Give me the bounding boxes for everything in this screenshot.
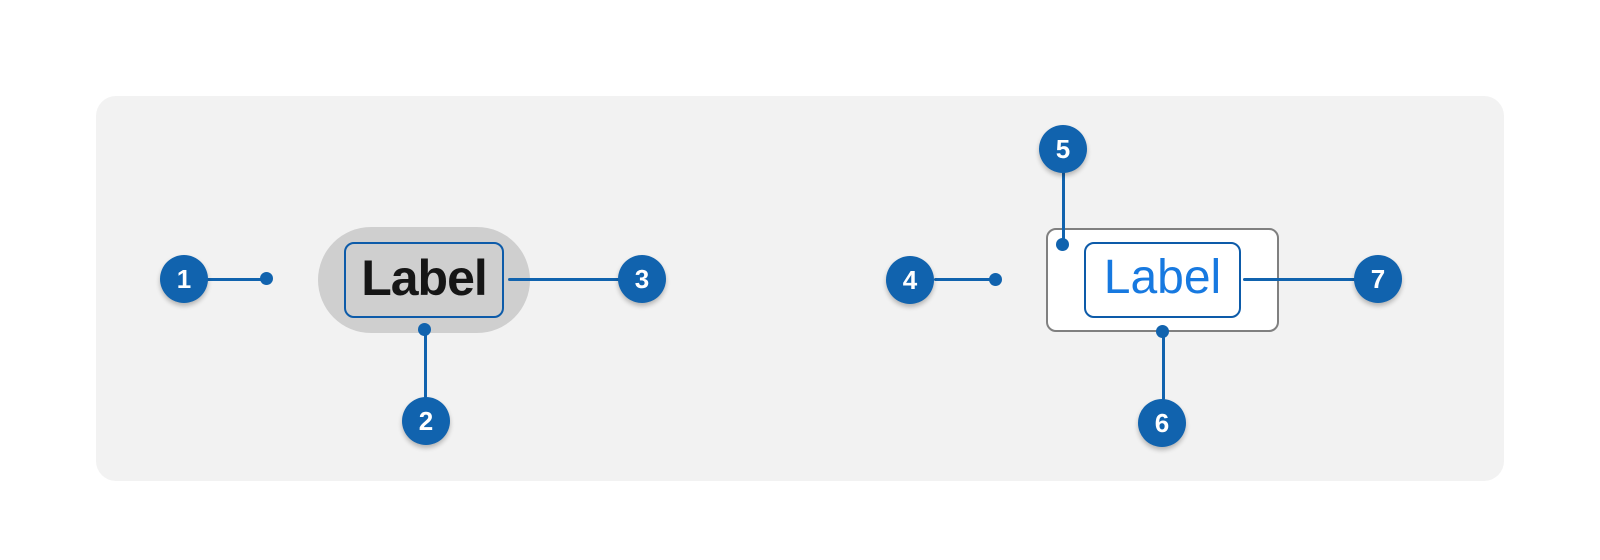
connector-line-4 (934, 278, 996, 281)
connector-dot-5 (1056, 238, 1069, 251)
connector-line-1 (206, 278, 268, 281)
callout-1: 1 (160, 255, 208, 303)
connector-line-7 (1243, 278, 1356, 281)
connector-line-5 (1062, 172, 1065, 245)
connector-line-3 (508, 278, 620, 281)
callout-5: 5 (1039, 125, 1087, 173)
callout-2: 2 (402, 397, 450, 445)
callout-4: 4 (886, 256, 934, 304)
focus-ring: Label (1084, 242, 1241, 318)
callout-3: 3 (618, 255, 666, 303)
connector-dot-6 (1156, 325, 1169, 338)
connector-dot-2 (418, 323, 431, 336)
connector-dot-4 (989, 273, 1002, 286)
connector-line-6 (1162, 332, 1165, 400)
connector-dot-1 (260, 272, 273, 285)
pill-button-example[interactable]: Label (318, 227, 530, 333)
pill-button-label: Label (361, 250, 488, 306)
diagram-panel: Label Label (96, 96, 1504, 481)
connector-line-2 (424, 330, 427, 398)
outlined-button-example[interactable]: Label (1046, 228, 1279, 332)
callout-6: 6 (1138, 399, 1186, 447)
focus-ring: Label (344, 242, 504, 318)
outlined-button-label: Label (1103, 251, 1222, 304)
callout-7: 7 (1354, 255, 1402, 303)
